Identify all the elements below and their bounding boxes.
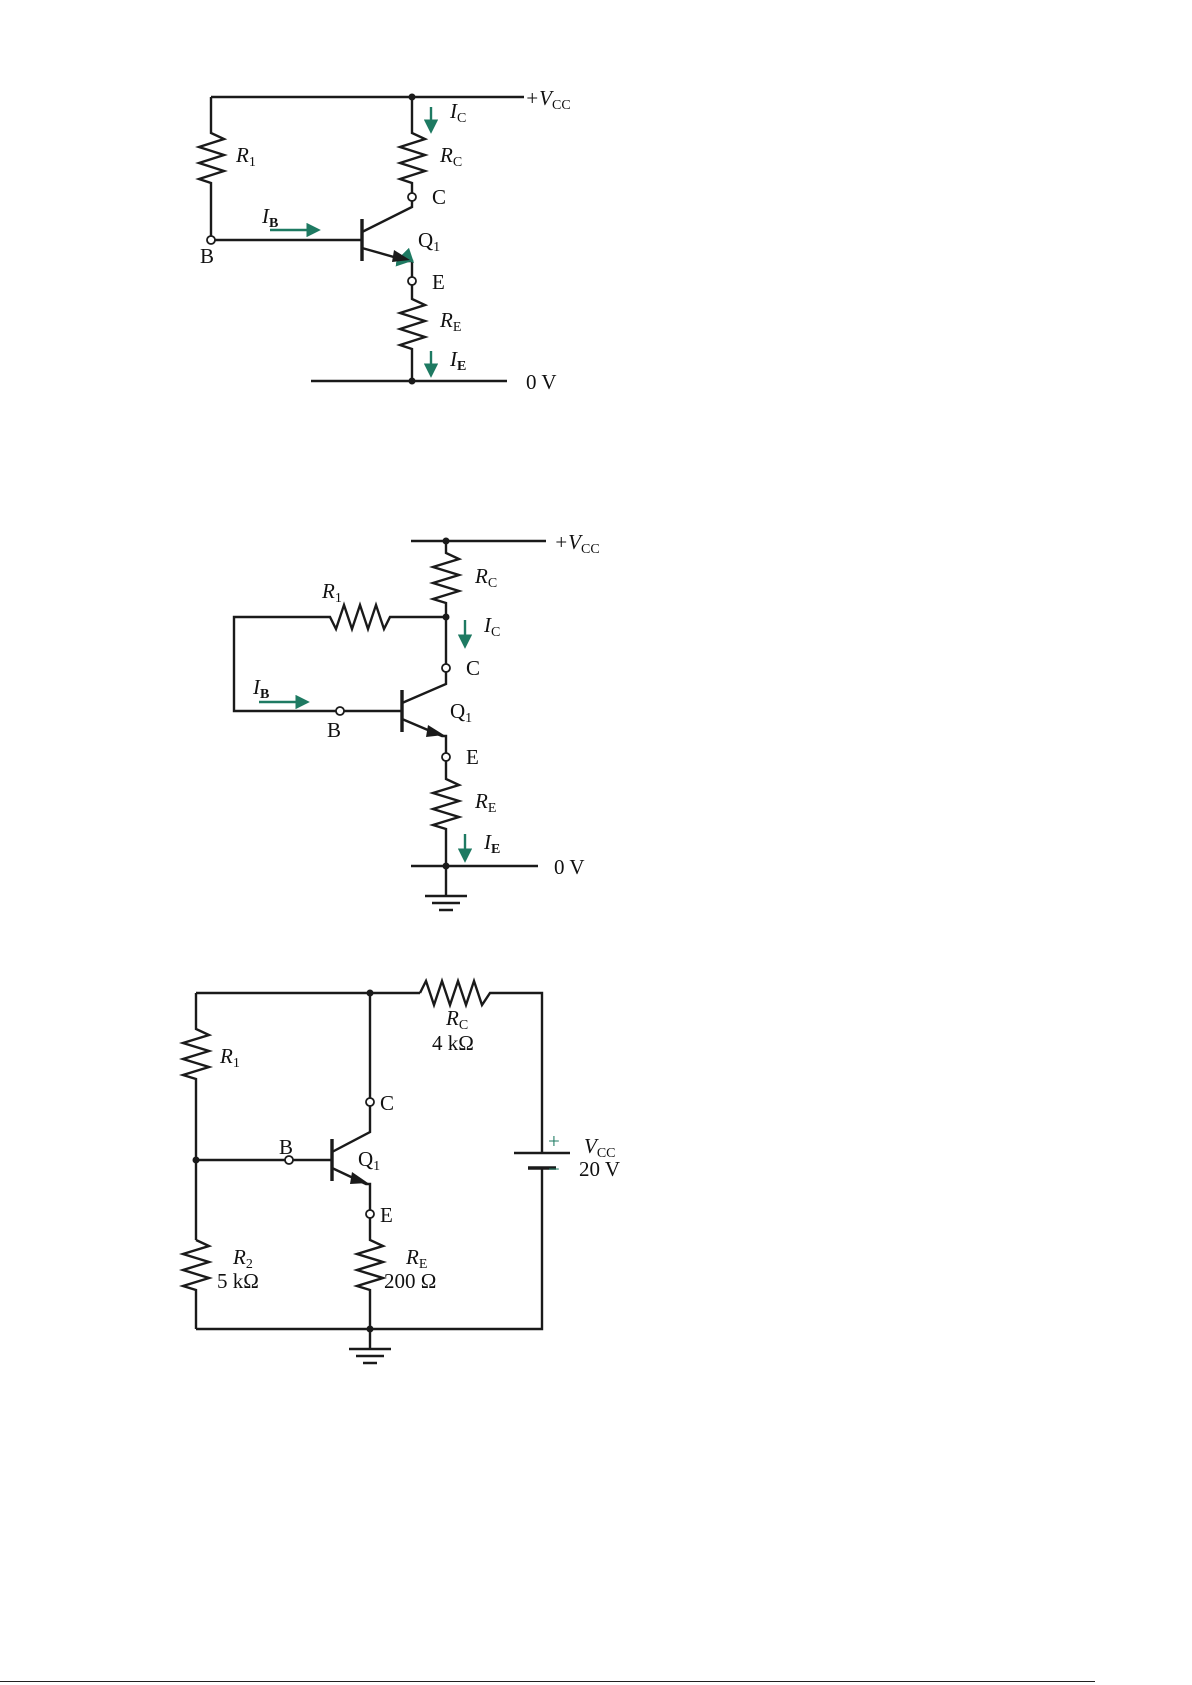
c1-r1-label: R1: [235, 143, 256, 170]
c1-b-label: B: [200, 244, 214, 268]
c2-collector-terminal: [442, 664, 450, 672]
c3-r2-label: R2: [232, 1245, 253, 1272]
c3-ground-icon: [349, 1329, 391, 1363]
c1-rc-resistor: [400, 97, 425, 193]
c2-rc-resistor: [433, 541, 459, 664]
c3-q-label: Q1: [358, 1147, 380, 1174]
c2-transistor-collector: [402, 672, 446, 703]
c2-r1-label: R1: [321, 579, 342, 606]
c1-transistor-collector: [362, 201, 412, 232]
c3-re-value: 200 Ω: [384, 1269, 436, 1293]
c3-emitter-arrow-icon: [350, 1172, 368, 1184]
c3-re-resistor: [357, 1218, 383, 1329]
circuit-1-base-bias: +VCC IC R1 RC C IB B Q1 E RE IE 0 V: [199, 86, 571, 394]
c2-ic-label: IC: [483, 613, 500, 640]
c3-b-label: B: [279, 1135, 293, 1159]
page-bottom-rule: [0, 1681, 1095, 1682]
c3-emitter-terminal: [366, 1210, 374, 1218]
c1-re-label: RE: [439, 308, 461, 335]
c2-emitter-terminal: [442, 753, 450, 761]
c1-transistor-emitter: [362, 248, 412, 277]
c3-r2-resistor: [183, 1240, 209, 1329]
c3-rc-label: RC: [445, 1006, 468, 1033]
c1-ic-label: IC: [449, 99, 466, 126]
c3-vcc-value: 20 V: [579, 1157, 620, 1181]
c3-collector-terminal: [366, 1098, 374, 1106]
c2-emitter-arrow-icon: [426, 725, 444, 737]
c1-emitter-arrow-icon: [392, 250, 410, 262]
c2-rc-label: RC: [474, 564, 497, 591]
c3-r2-value: 5 kΩ: [217, 1269, 259, 1293]
c1-base-terminal: [207, 236, 215, 244]
c3-e-label: E: [380, 1203, 393, 1227]
c3-re-label: RE: [405, 1245, 427, 1272]
c3-rc-resistor: [420, 981, 542, 1153]
c1-collector-terminal: [408, 193, 416, 201]
c3-transistor-emitter: [332, 1168, 370, 1210]
c1-r1-resistor: [199, 97, 224, 240]
c2-ie-label: IE: [483, 830, 500, 857]
circuit-2-collector-feedback: +VCC RC R1 IC C IB B Q1 E RE IE 0 V: [234, 530, 600, 910]
c2-q-label: Q1: [450, 699, 472, 726]
c2-transistor-emitter: [402, 719, 446, 753]
c3-rc-value: 4 kΩ: [432, 1031, 474, 1055]
c2-re-label: RE: [474, 789, 496, 816]
c2-ib-label: IB: [252, 675, 269, 702]
c1-ie-label: IE: [449, 347, 466, 374]
c1-re-resistor: [400, 285, 425, 381]
c1-emitter-terminal: [408, 277, 416, 285]
c1-q-label: Q1: [418, 228, 440, 255]
c2-supply-label: +VCC: [554, 530, 600, 557]
c3-c-label: C: [380, 1091, 394, 1115]
circuit-3-voltage-divider: RC 4 kΩ R1 C B Q1 E R2 5 kΩ RE 200 Ω + −…: [183, 981, 620, 1363]
c1-ib-label: IB: [261, 204, 278, 231]
c2-re-resistor: [433, 761, 459, 866]
c1-e-label: E: [432, 270, 445, 294]
c3-r1-resistor: [183, 993, 209, 1240]
c2-e-label: E: [466, 745, 479, 769]
c1-supply-label: +VCC: [525, 86, 571, 113]
c2-base-terminal: [336, 707, 344, 715]
c2-ground-label: 0 V: [554, 855, 585, 879]
c3-minus-sign: −: [548, 1157, 560, 1181]
c2-ground-icon: [425, 866, 467, 910]
c1-ground-label: 0 V: [526, 370, 557, 394]
c2-b-label: B: [327, 718, 341, 742]
c3-plus-sign: +: [548, 1129, 560, 1153]
c1-c-label: C: [432, 185, 446, 209]
c1-ground-node: [409, 378, 416, 385]
c3-transistor-collector: [332, 1106, 370, 1152]
c3-r1-label: R1: [219, 1044, 240, 1071]
c1-rc-label: RC: [439, 143, 462, 170]
c2-c-label: C: [466, 656, 480, 680]
